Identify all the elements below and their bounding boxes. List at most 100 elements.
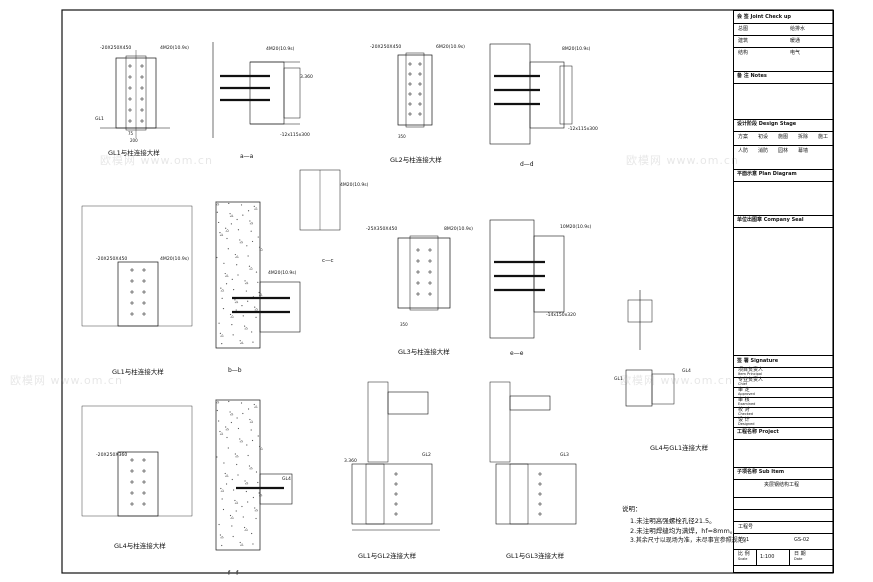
sig-row-5-en: Checked	[738, 412, 754, 416]
concrete-dot	[229, 411, 231, 413]
concrete-dot	[251, 331, 253, 333]
concrete-dot	[215, 201, 217, 203]
company-seal-heading: 单位出图章 Company Seal	[737, 217, 804, 223]
design-stage-heading: 设计阶段 Design Stage	[737, 121, 797, 127]
concrete-aggregate	[225, 228, 230, 232]
concrete-aggregate	[259, 247, 263, 251]
concrete-dot	[257, 281, 259, 283]
concrete-dot	[258, 445, 261, 448]
concrete-aggregate	[249, 221, 254, 225]
concrete-dot	[247, 210, 250, 212]
steel-bracket-b	[259, 281, 301, 333]
caption-2: GL2与柱连接大样	[390, 155, 442, 164]
watermark-4: 欧模网 www.om.cn	[620, 374, 733, 387]
caption-4: GL1与柱连接大样	[112, 367, 164, 376]
concrete-dot	[236, 264, 238, 266]
concrete-dot	[257, 236, 259, 238]
concrete-aggregate	[215, 202, 220, 206]
concrete-dot	[231, 525, 233, 527]
web-gl3	[509, 463, 529, 525]
concrete-dot	[240, 402, 243, 404]
concrete-dot	[258, 492, 260, 494]
concrete-dot	[244, 325, 246, 327]
concrete-dot	[233, 289, 235, 291]
concrete-dot	[252, 543, 254, 545]
sig-row-1-en: Item Principal	[738, 372, 762, 376]
column-section-e	[489, 219, 535, 339]
sig-row-2: 专业负责人	[738, 377, 764, 383]
concrete-aggregate	[258, 493, 263, 497]
watermark-2: 欧模网 www.om.cn	[626, 154, 739, 167]
label-elev-2: 3.360	[344, 458, 357, 464]
concrete-aggregate	[248, 266, 253, 270]
concrete-dot	[253, 205, 255, 207]
concrete-dot	[219, 430, 221, 433]
label-plate-2: -12x115x300	[568, 126, 598, 132]
stage-5: 施工	[818, 134, 829, 140]
concrete-dot	[216, 409, 218, 412]
concrete-aggregate	[224, 274, 229, 277]
concrete-dot	[222, 508, 225, 511]
concrete-dot	[218, 221, 220, 224]
concrete-dot	[251, 439, 254, 442]
column-section-a	[249, 61, 285, 125]
concrete-dot	[235, 510, 237, 512]
beam-end-12	[509, 395, 551, 411]
concrete-dot	[258, 246, 261, 248]
concrete-aggregate	[253, 405, 258, 408]
concrete-aggregate	[230, 315, 234, 318]
dim-label-2: 200	[130, 138, 138, 143]
concrete-dot	[249, 418, 251, 421]
watermark-1: 欧模网 www.om.cn	[100, 154, 213, 167]
concrete-dot	[241, 305, 243, 307]
concrete-dot	[257, 435, 259, 437]
concrete-dot	[229, 514, 232, 517]
column-outline-5	[81, 205, 193, 327]
label-elev-1: 3.360	[300, 74, 313, 80]
concrete-aggregate	[229, 214, 234, 217]
end-plate-gl4	[651, 373, 675, 405]
section-mark-ee: e—e	[510, 350, 524, 357]
concrete-dot	[228, 202, 230, 205]
sub-item-heading: 子项名称 Sub Item	[737, 469, 785, 475]
date-en: Date	[794, 557, 803, 561]
label-bolt-6: 4M20(10.9s)	[268, 270, 297, 276]
concrete-dot	[223, 462, 225, 464]
concrete-column-b	[215, 201, 261, 349]
beam-e	[533, 235, 565, 313]
base-plate-3	[397, 54, 433, 126]
concrete-dot	[231, 478, 233, 481]
beam-end-plate-a	[283, 67, 301, 119]
end-plate-d	[559, 65, 573, 125]
concrete-aggregate	[239, 240, 244, 244]
concrete-dot	[229, 213, 231, 215]
concrete-dot	[237, 474, 239, 476]
label-gl4-b: GL4	[682, 368, 691, 374]
concrete-dot	[235, 309, 237, 311]
concrete-dot	[245, 290, 247, 292]
concrete-dot	[255, 471, 258, 473]
concrete-dot	[248, 265, 251, 267]
sub-item-value: 夹层钢结构工程	[764, 482, 800, 488]
concrete-dot	[247, 255, 249, 257]
concrete-dot	[226, 237, 228, 240]
concrete-dot	[241, 505, 243, 508]
label-anchor-1: -20X250X450	[100, 45, 131, 51]
beam-elev-11	[367, 381, 389, 463]
concrete-dot	[242, 315, 244, 317]
label-plate-1: -12x115x300	[280, 132, 310, 138]
section-mark-cc: c—c	[322, 258, 334, 264]
section-mark-aa: a—a	[240, 153, 254, 160]
concrete-dot	[232, 535, 234, 538]
concrete-dot	[221, 297, 223, 299]
sig-row-5: 校 对	[738, 407, 750, 413]
concrete-dot	[225, 283, 228, 285]
sig-row-4-en: Examined	[738, 402, 756, 406]
discipline-3a: 结构	[738, 50, 749, 56]
concrete-dot	[255, 517, 257, 520]
concrete-dot	[234, 299, 236, 301]
note-line-2: 2.未注明焊缝均为满焊，hf=8mm。	[630, 527, 737, 535]
concrete-dot	[219, 534, 221, 536]
project-name-heading: 工程名称 Project	[737, 429, 779, 435]
discipline-3b: 电气	[790, 50, 801, 56]
